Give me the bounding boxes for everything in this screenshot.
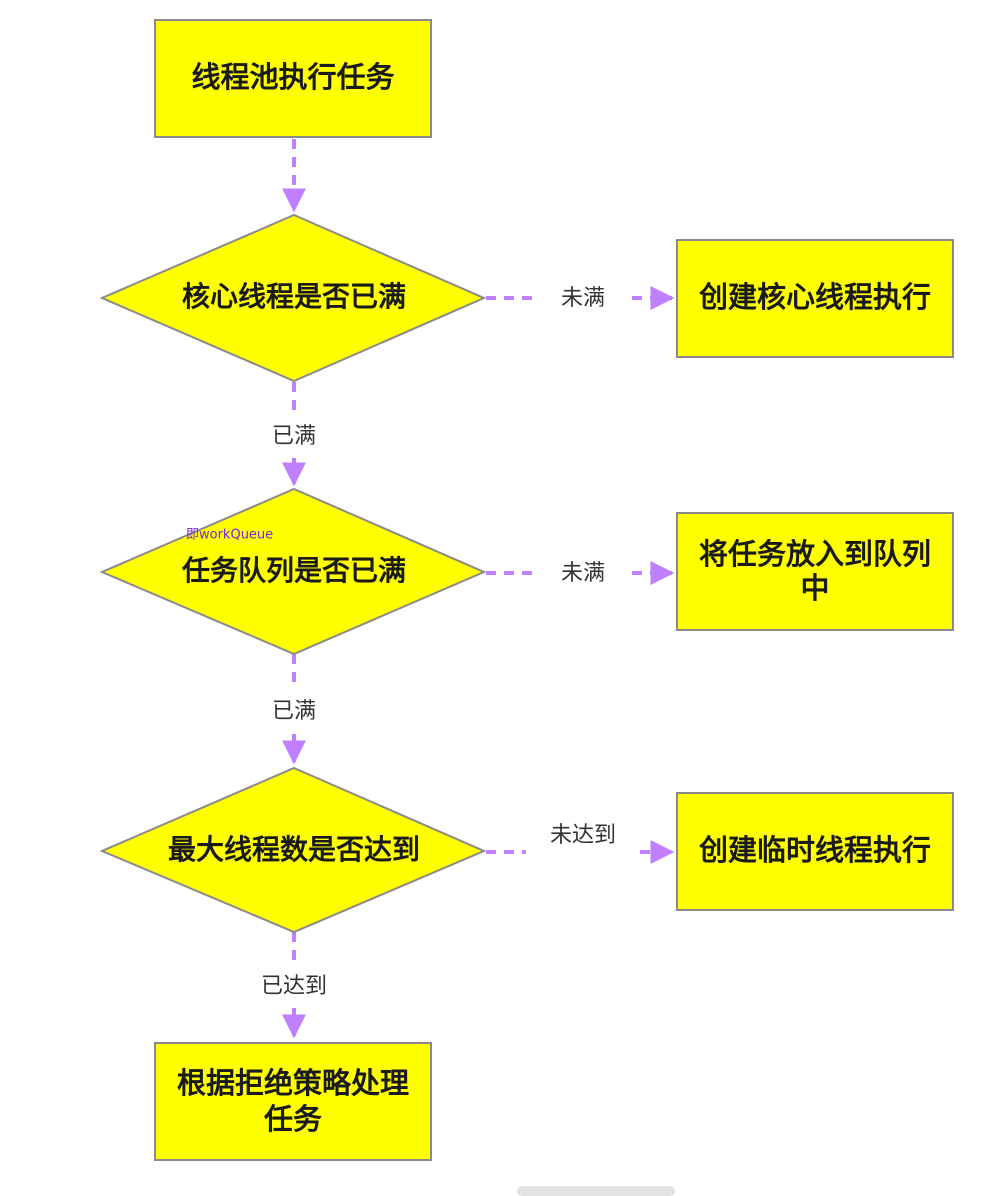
reject-box-label-line2: 任务 [263, 1102, 322, 1136]
decision-max-reached [99, 766, 487, 934]
edge-label-core-not-full: 未满 [561, 286, 605, 311]
start-box [154, 19, 432, 138]
edge-label-max-reached: 已达到 [261, 974, 327, 999]
enqueue-box-label-line2: 中 [800, 571, 829, 605]
decision-core-full [99, 213, 487, 383]
decision-core-full-label: 核心线程是否已满 [182, 280, 406, 313]
edge-label-queue-full: 已满 [272, 699, 316, 724]
edge-label-max-not-reached: 未达到 [550, 823, 616, 848]
start-box-label: 线程池执行任务 [191, 60, 394, 94]
reject-box-label-line1: 根据拒绝策略处理 [177, 1066, 409, 1100]
edge-label-queue-not-full: 未满 [561, 561, 605, 586]
edge-label-core-full: 已满 [272, 424, 316, 449]
decision-max-reached-label: 最大线程数是否达到 [168, 833, 420, 866]
create-core-box [676, 239, 954, 358]
decision-queue-full-label: 任务队列是否已满 [181, 554, 406, 587]
enqueue-box-label-line1: 将任务放入到队列 [699, 537, 931, 571]
scrollbar-stub[interactable] [517, 1186, 675, 1196]
create-temp-box-label: 创建临时线程执行 [698, 833, 931, 867]
reject-box [154, 1042, 432, 1161]
create-temp-box [676, 792, 954, 911]
create-core-box-label: 创建核心线程执行 [698, 280, 931, 314]
enqueue-box [676, 512, 954, 631]
annotation-work-queue: 即workQueue [186, 528, 273, 543]
decision-queue-full [99, 487, 487, 656]
